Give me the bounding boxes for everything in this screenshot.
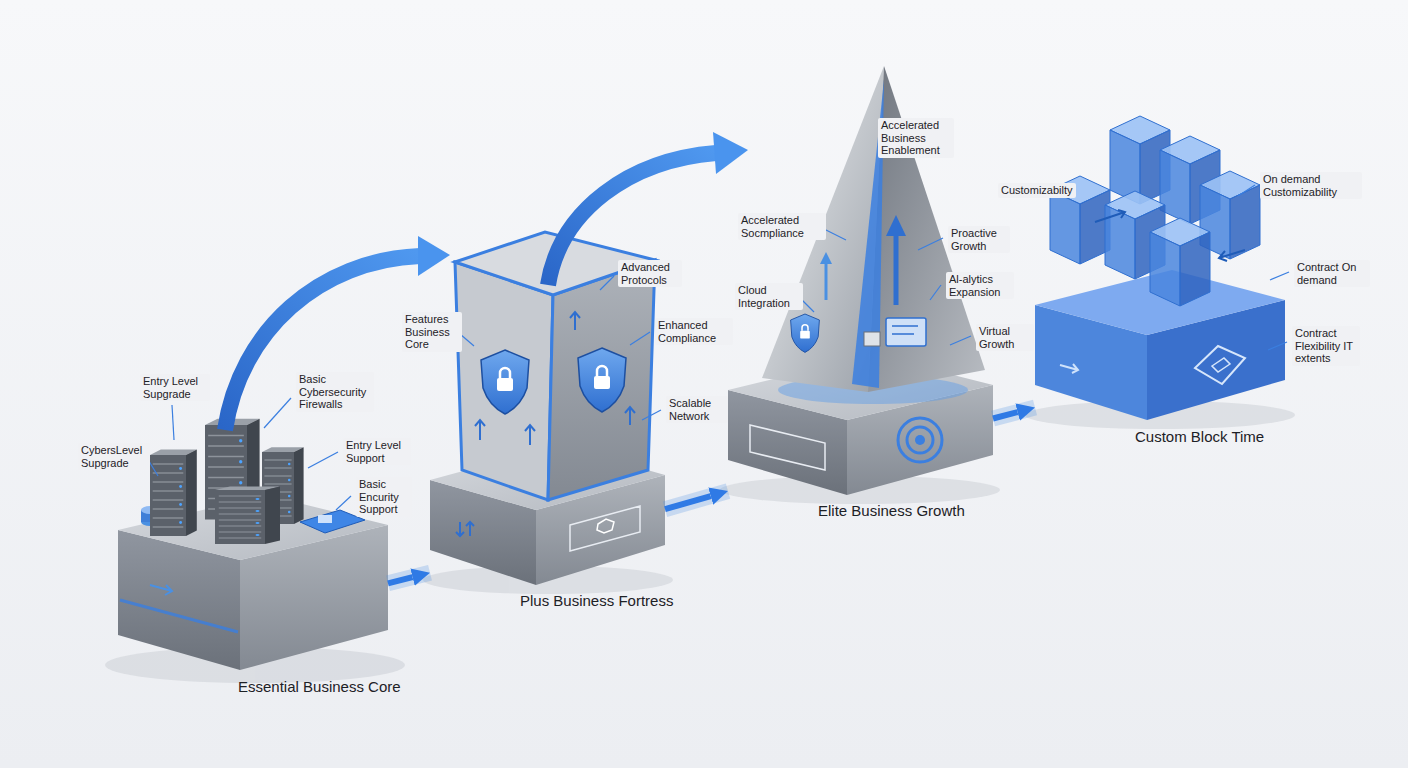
leader-line — [172, 405, 174, 440]
callout-label: Virtual Growth — [976, 324, 1034, 351]
callout-label: Entry Level Supgrade — [140, 374, 210, 401]
flow-arrow-glow — [665, 491, 728, 509]
leader-line — [460, 334, 474, 346]
stage-block: Custom Block Time — [1035, 270, 1285, 420]
server-group — [150, 450, 197, 536]
leader-line — [336, 496, 351, 510]
fortress-frame — [481, 350, 529, 414]
leader-line — [147, 185, 1289, 510]
essential-block-art — [120, 600, 238, 632]
leader-line — [1238, 185, 1255, 196]
callout-label: Contract On demand — [1294, 260, 1370, 287]
growth-spike — [825, 262, 828, 300]
growth-ribbon — [225, 132, 748, 430]
callout-label: Basic Encurity Support — [356, 477, 412, 517]
elite-block-art — [907, 427, 933, 453]
leader-line — [918, 238, 943, 250]
growth-spike — [886, 318, 926, 346]
stage-title: Custom Block Time — [1135, 428, 1264, 446]
leader-line — [630, 332, 650, 345]
callout-label: Al-alytics Expansion — [946, 272, 1014, 299]
plus-block-art — [456, 522, 474, 536]
custom-block-art — [1212, 358, 1230, 372]
leader-line — [1268, 342, 1287, 350]
growth-spike — [820, 252, 832, 264]
leader-line — [308, 452, 338, 468]
cube-cluster — [1050, 116, 1260, 306]
growth-spike — [892, 325, 918, 327]
server-group — [318, 515, 332, 523]
plus-block-art — [570, 506, 640, 551]
ground-shadow — [105, 401, 1295, 683]
callout-label: Customizabilty — [998, 183, 1076, 198]
growth-spike — [791, 314, 820, 352]
leader-line — [930, 285, 941, 300]
cube-cluster — [1150, 218, 1210, 306]
flow-arrow-glow — [993, 408, 1035, 419]
callout-label: Cloud Integration — [735, 283, 803, 310]
growth-ribbon — [225, 256, 420, 430]
stage-block: Essential Business Core — [118, 495, 388, 670]
fortress-frame — [455, 262, 553, 500]
stage-title: Essential Business Core — [238, 678, 401, 696]
flow-arrow — [665, 496, 711, 509]
elite-block-art — [898, 418, 942, 462]
essential-block-art — [150, 585, 172, 595]
elite-block-art — [915, 435, 925, 445]
leader-line — [1270, 272, 1289, 280]
stage-title: Elite Business Growth — [818, 502, 965, 520]
callout-label: Advanced Protocols — [618, 260, 682, 287]
callout-label: Accelerated Socmpliance — [738, 213, 826, 240]
callout-label: Features Business Core — [402, 312, 462, 352]
growth-ribbon — [713, 132, 748, 174]
callout-label: Contract Flexibility IT extents — [1292, 326, 1360, 366]
callout-label: On demand Customizability — [1260, 172, 1362, 199]
leader-line — [264, 398, 291, 428]
server-group — [141, 419, 365, 544]
growth-spike — [864, 332, 880, 346]
flow-arrow — [388, 577, 413, 583]
server-group — [215, 486, 280, 544]
leader-line — [600, 276, 614, 290]
callout-label: Scalable Network — [666, 396, 728, 423]
leader-line — [642, 410, 661, 420]
growth-ribbon — [418, 236, 450, 276]
custom-block-art — [1195, 346, 1245, 384]
callout-label: Basic Cybersecurity Firewalls — [296, 372, 374, 412]
stage-block: Elite Business Growth — [728, 355, 993, 495]
custom-block-art — [1060, 364, 1078, 373]
flow-arrow — [993, 412, 1018, 418]
callout-label: Proactive Growth — [948, 226, 1010, 253]
fortress-frame — [548, 260, 655, 500]
flow-arrow-glow — [388, 573, 430, 584]
elite-block-art — [750, 425, 825, 470]
growth-spike — [892, 333, 914, 335]
cube-cluster — [1095, 210, 1245, 261]
growth-spike — [886, 215, 906, 236]
callout-label: Entry Level Support — [343, 438, 411, 465]
callout-label: Accelerated Business Enablement — [878, 118, 954, 158]
fortress-frame — [578, 348, 626, 412]
growth-spike — [894, 232, 899, 305]
callout-label: Enhanced Compliance — [655, 318, 733, 345]
stage-title: Plus Business Fortress — [520, 592, 673, 610]
fortress-frame — [475, 312, 635, 445]
stage-block: Plus Business Fortress — [430, 445, 665, 585]
callout-label: CybersLevel Supgrade — [78, 443, 150, 470]
plus-block-art — [597, 519, 614, 533]
leader-line — [950, 336, 971, 345]
